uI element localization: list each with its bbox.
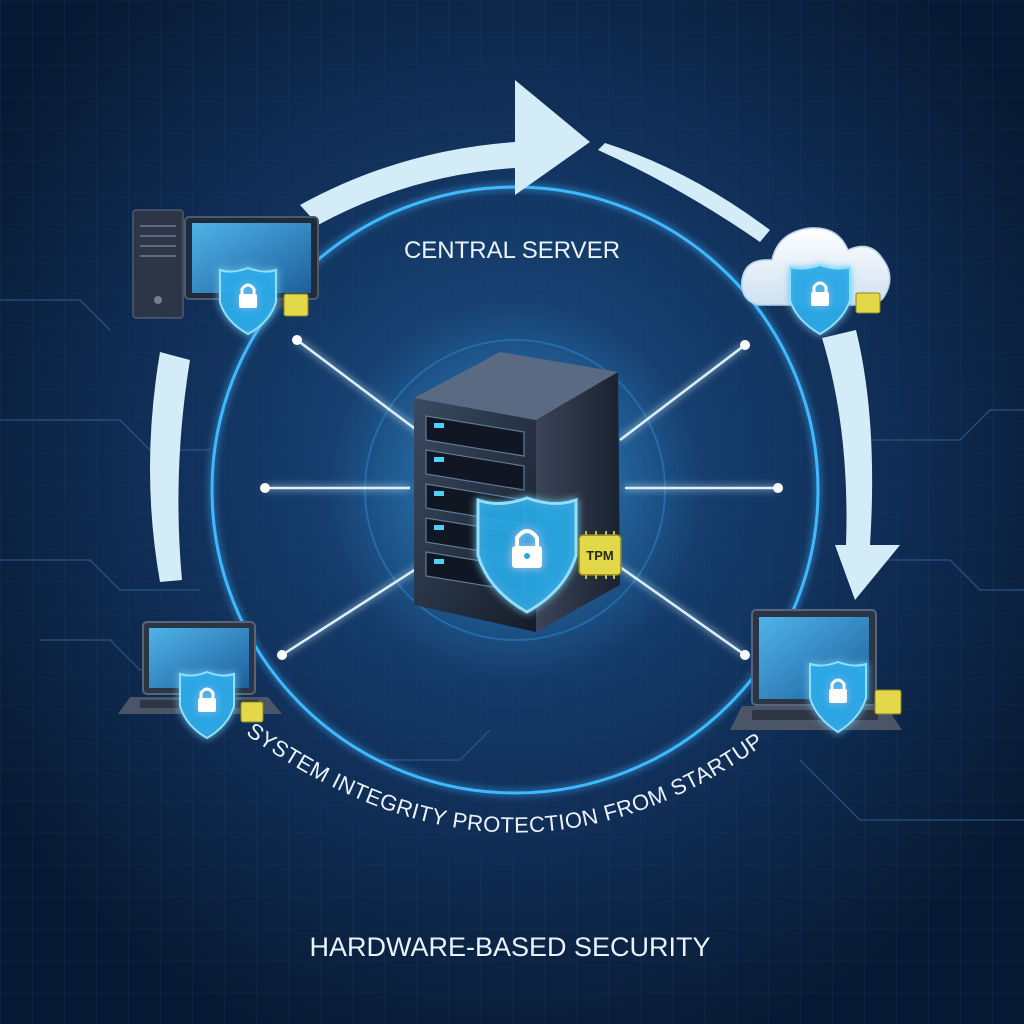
central-server: TPM — [414, 352, 622, 632]
shield-lock-icon — [476, 496, 578, 614]
arrow-icon — [150, 352, 190, 582]
shield-lock-icon — [789, 263, 851, 336]
flow-arrows — [150, 80, 900, 600]
tpm-chip-icon: TPM — [578, 531, 622, 579]
circuit-traces — [0, 299, 1024, 821]
tpm-chip-icon — [874, 689, 902, 715]
inner-ring — [364, 339, 666, 641]
monitor-icon — [184, 216, 319, 308]
tpm-chip-icon — [240, 701, 264, 723]
tpm-chip-icon — [855, 292, 881, 314]
arrow-icon — [822, 330, 900, 600]
server-top — [414, 352, 618, 420]
laptop-right-node — [730, 609, 902, 734]
desktop-icon — [132, 209, 184, 319]
shield-lock-icon — [219, 266, 277, 336]
footer-label: HARDWARE-BASED SECURITY — [309, 932, 710, 962]
server-leds — [434, 423, 444, 564]
desktop-workstation-node — [132, 209, 319, 336]
shield-lock-icon — [809, 660, 867, 734]
arrow-icon — [300, 80, 590, 225]
center-label: CENTRAL SERVER — [404, 237, 620, 264]
connection-spokes — [265, 339, 778, 657]
shield-lock-icon — [179, 670, 235, 740]
tpm-chip-icon — [283, 293, 309, 317]
cloud-node — [741, 227, 891, 336]
laptop-left-node — [118, 621, 282, 740]
spoke-endpoints — [260, 335, 783, 660]
tpm-chip-label: TPM — [586, 548, 613, 563]
arrow-icon — [598, 143, 770, 242]
